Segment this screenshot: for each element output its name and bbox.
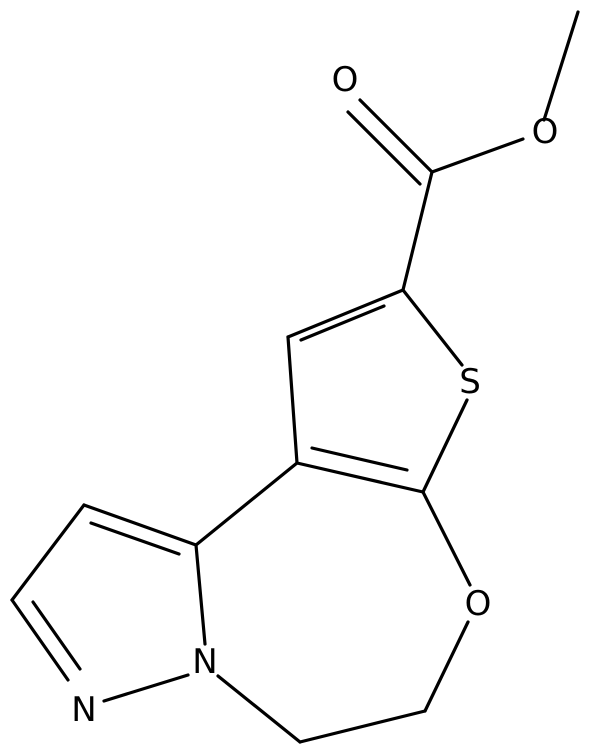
pyrazole-nitrogen-imine-label: N: [71, 690, 96, 730]
bond-pyrazole-c2-n-inner: [31, 600, 82, 671]
bond-methyl-ester-oxygen: [542, 10, 580, 122]
bond-thiophene-to-pyrazole: [194, 461, 299, 547]
bond-thiophene-c2-c3-inner: [299, 304, 386, 342]
bond-ring-oxygen-ch2: [423, 620, 470, 713]
bond-ester-oxygen-carbonyl-carbon: [430, 137, 525, 174]
bond-pyrazole-c3a-n: [194, 543, 207, 646]
pyrazole-nitrogen-bridge-label: N: [192, 642, 217, 682]
bond-thiophene-c2-c3: [286, 288, 405, 339]
ester-oxygen-label: O: [532, 112, 559, 152]
bond-thiophene-c8a-sulfur: [421, 398, 469, 494]
bond-c8a-ring-oxygen: [421, 490, 472, 587]
bond-ch2-ch2: [298, 709, 427, 744]
thiophene-sulfur-label: S: [459, 362, 481, 402]
bond-carbonyl-double-b: [346, 110, 422, 186]
bond-pyrazole-c3a-c3: [82, 503, 198, 547]
ring-oxygen-label: O: [465, 584, 492, 624]
bond-ch2-pyrazole-nitrogen: [216, 674, 302, 744]
bond-carbonyl-double-a: [358, 98, 434, 174]
bond-pyrazole-c2-n: [10, 598, 70, 682]
bond-pyrazole-c3a-c3-inner: [89, 521, 181, 556]
bond-pyrazole-n-n: [102, 673, 190, 703]
bond-thiophene-c3-c3a: [286, 335, 299, 465]
bond-carbonyl-to-thiophene: [401, 170, 434, 292]
carbonyl-oxygen-label: O: [332, 60, 359, 100]
bond-thiophene-c3a-c8a-inner: [310, 446, 409, 472]
bond-thiophene-c3a-c8a: [295, 461, 425, 494]
bond-sulfur-thiophene-c2: [401, 288, 464, 367]
bond-pyrazole-c3-c2: [10, 503, 86, 602]
